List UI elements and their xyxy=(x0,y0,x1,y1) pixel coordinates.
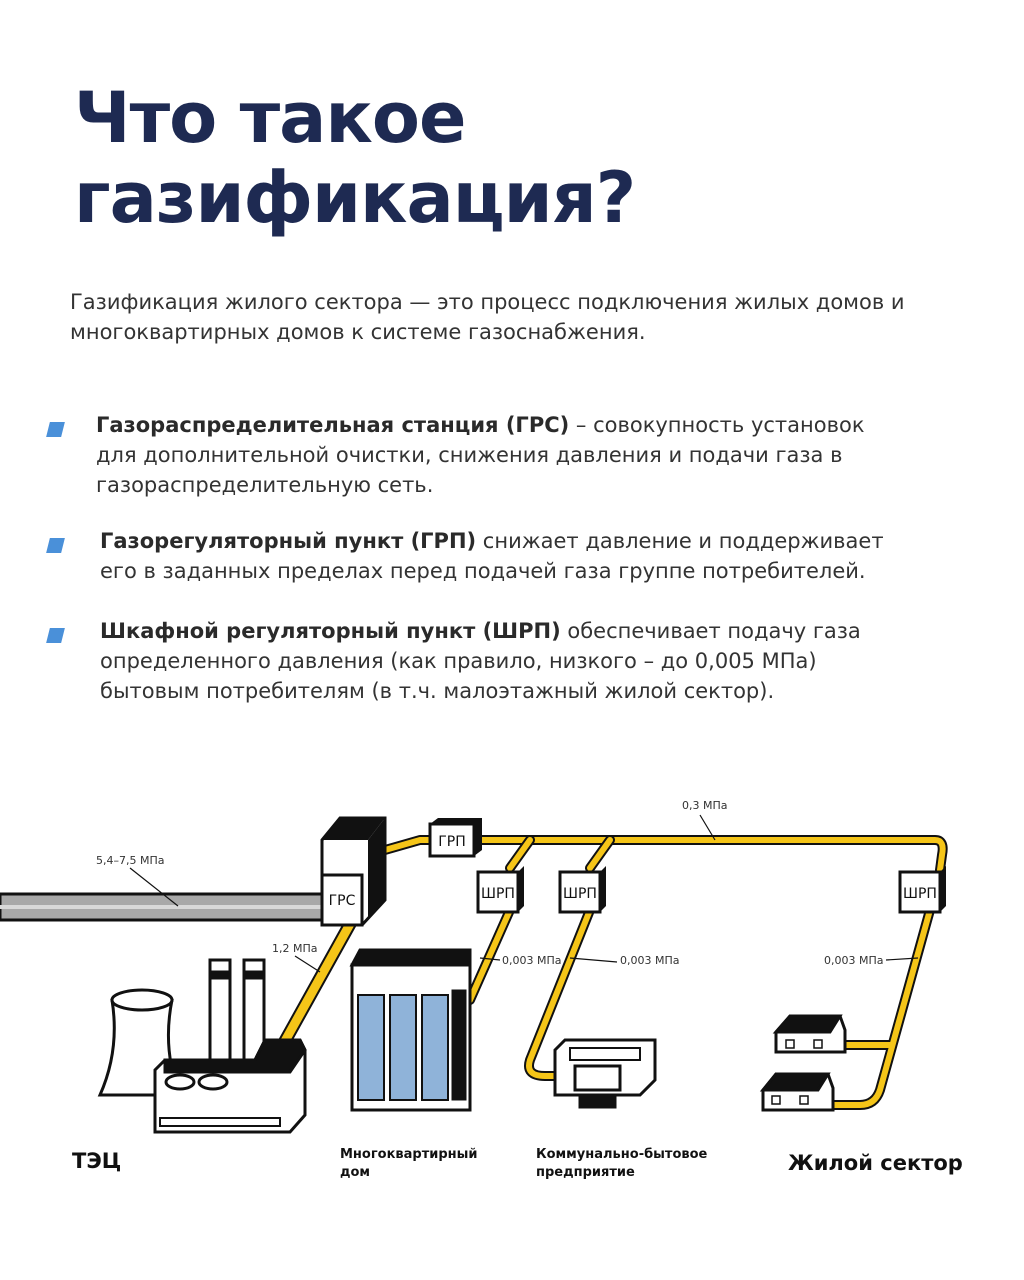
grp-label: ГРП xyxy=(438,834,466,850)
shrp-unit-1: ШРП xyxy=(476,866,524,914)
residential-houses xyxy=(759,1014,847,1112)
bullet-grp-text: снижает давление и поддерживает его в за… xyxy=(100,529,884,583)
yellow-pipes xyxy=(273,835,948,1110)
pressure-shrp-2: 0,003 МПа xyxy=(620,954,680,967)
pressure-shrp-3: 0,003 МПа xyxy=(824,954,884,967)
utility-building xyxy=(553,1038,657,1109)
label-residential: Жилой сектор xyxy=(788,1151,963,1175)
shrp-unit-2: ШРП xyxy=(558,866,606,914)
shrp-label-1: ШРП xyxy=(481,886,515,902)
pressure-main: 5,4–7,5 МПа xyxy=(96,854,165,867)
grs-label: ГРС xyxy=(329,893,356,909)
bullet-grs-term: Газораспределительная станция (ГРС) xyxy=(96,413,570,437)
label-apartment-2: дом xyxy=(340,1165,370,1180)
bullet-marker-3 xyxy=(46,628,65,643)
bullet-marker-1 xyxy=(46,422,65,437)
pressure-tec: 1,2 МПа xyxy=(272,942,318,955)
bullet-shrp-text: обеспечивает подачу газа определенного д… xyxy=(100,619,861,703)
label-utility-2: предприятие xyxy=(536,1165,635,1180)
bullet-grs: Газораспределительная станция (ГРС) – со… xyxy=(96,410,896,500)
bullet-grs-text: – совокупность установок для дополнитель… xyxy=(96,413,865,497)
bullet-shrp-term: Шкафной регуляторный пункт (ШРП) xyxy=(100,619,561,643)
page-title: Что такое газификация? xyxy=(74,77,636,239)
label-tec: ТЭЦ xyxy=(72,1149,121,1173)
grs-station: ГРС xyxy=(320,816,387,927)
grp-unit: ГРП xyxy=(428,818,482,858)
tec-plant xyxy=(97,958,307,1134)
pressure-grp: 0,3 МПа xyxy=(682,799,728,812)
bullet-marker-2 xyxy=(46,538,65,553)
label-apartment-1: Многоквартирный xyxy=(340,1147,478,1162)
bullet-grp-term: Газорегуляторный пункт (ГРП) xyxy=(100,529,477,553)
pressure-labels: 5,4–7,5 МПа 1,2 МПа 0,3 МПа 0,003 МПа 0,… xyxy=(96,799,919,973)
title-line-1: Что такое xyxy=(74,77,466,159)
pressure-shrp-1: 0,003 МПа xyxy=(502,954,562,967)
gas-supply-diagram: ГРС ГРП ШРП ШРП ШРП 5,4–7,5 МПа 1,2 МПа … xyxy=(0,799,963,1180)
main-pipeline xyxy=(0,892,328,922)
bullet-grp: Газорегуляторный пункт (ГРП) снижает дав… xyxy=(100,526,910,586)
apartment-building xyxy=(349,948,472,1112)
bullet-shrp: Шкафной регуляторный пункт (ШРП) обеспеч… xyxy=(100,616,890,706)
intro-text: Газификация жилого сектора — это процесс… xyxy=(70,290,905,344)
title-line-2: газификация? xyxy=(74,157,636,239)
shrp-unit-3: ШРП xyxy=(898,866,946,914)
consumer-labels: ТЭЦ Многоквартирный дом Коммунально-быто… xyxy=(72,1147,963,1180)
shrp-label-2: ШРП xyxy=(563,886,597,902)
label-utility-1: Коммунально-бытовое xyxy=(536,1147,708,1162)
shrp-label-3: ШРП xyxy=(903,886,937,902)
